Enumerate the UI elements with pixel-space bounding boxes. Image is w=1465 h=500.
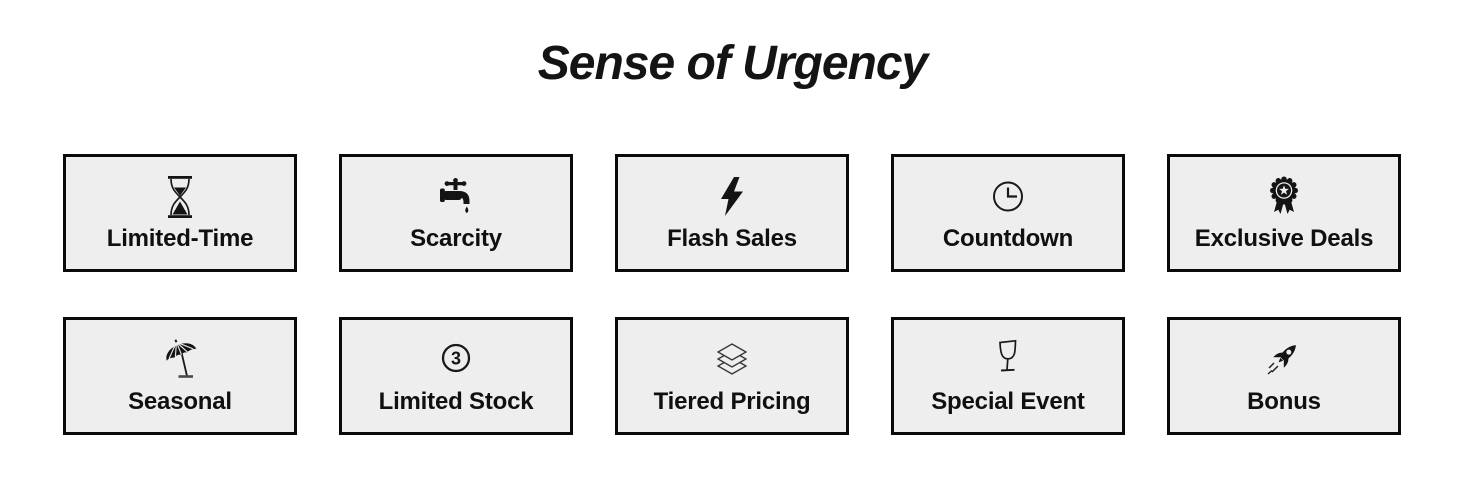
card-tiered-pricing: Tiered Pricing — [615, 317, 849, 435]
card-label: Tiered Pricing — [653, 388, 811, 416]
card-limited-stock: 3 Limited Stock — [339, 317, 573, 435]
card-countdown: Countdown — [891, 154, 1125, 272]
beach-umbrella-icon — [158, 336, 202, 384]
card-row-2: Seasonal 3 Limited Stock Tiered Pricing — [63, 317, 1401, 435]
card-label: Countdown — [942, 225, 1074, 253]
card-seasonal: Seasonal — [63, 317, 297, 435]
card-row-1: Limited-Time Scarcity Flash Sales — [63, 154, 1401, 272]
card-label: Special Event — [931, 388, 1085, 416]
page-title: Sense of Urgency — [537, 37, 928, 90]
card-label: Scarcity — [410, 225, 502, 253]
faucet-drip-icon — [434, 173, 478, 221]
card-label: Limited Stock — [378, 388, 534, 416]
card-scarcity: Scarcity — [339, 154, 573, 272]
layers-icon — [710, 336, 754, 384]
card-label: Bonus — [1247, 388, 1321, 416]
card-special-event: Special Event — [891, 317, 1125, 435]
card-label: Flash Sales — [667, 225, 797, 253]
wine-glass-icon — [986, 336, 1030, 384]
card-label: Seasonal — [128, 388, 232, 416]
hourglass-icon — [158, 173, 202, 221]
card-label: Limited-Time — [106, 225, 254, 253]
clock-icon — [986, 173, 1030, 221]
lightning-bolt-icon — [710, 173, 754, 221]
rocket-icon — [1262, 336, 1306, 384]
award-badge-icon — [1262, 173, 1306, 221]
card-exclusive-deals: Exclusive Deals — [1167, 154, 1401, 272]
badge-number: 3 — [451, 349, 461, 369]
number-3-circle-icon: 3 — [434, 336, 478, 384]
card-bonus: Bonus — [1167, 317, 1401, 435]
card-limited-time: Limited-Time — [63, 154, 297, 272]
card-label: Exclusive Deals — [1194, 225, 1374, 253]
card-flash-sales: Flash Sales — [615, 154, 849, 272]
